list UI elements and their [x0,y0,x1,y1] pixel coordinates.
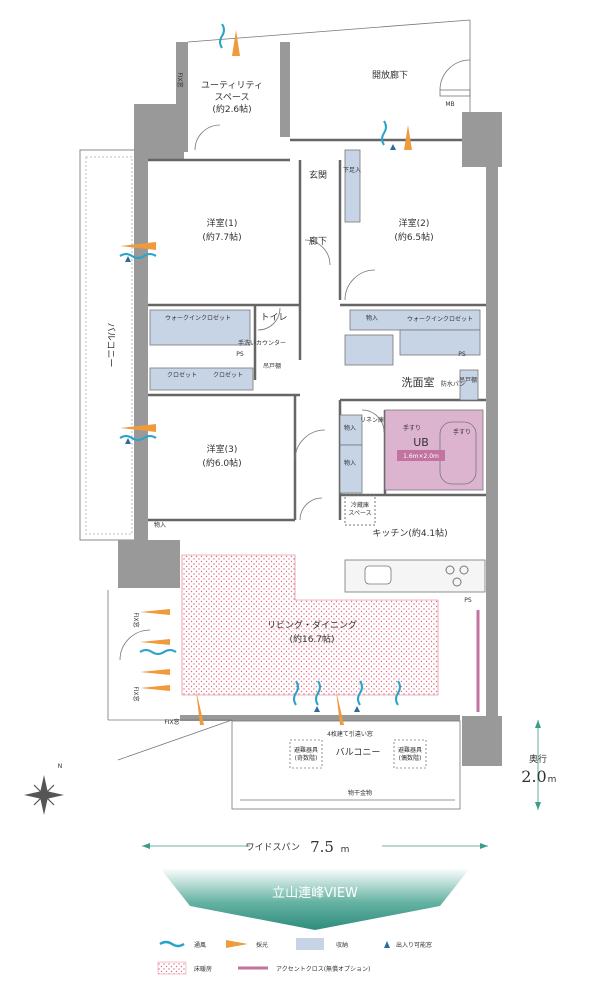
fridge-space [344,494,376,526]
storage4-label: 物入 [154,521,166,529]
fix-window2-label: FIX窓 [176,72,184,87]
walkin2-label: ウォークインクロゼット [407,315,473,323]
fridge-line1: 冷蔵庫 [351,501,369,509]
ventilation-marks [119,23,401,706]
mb-label: MB [445,101,454,108]
legend-accent-cloth-label: アクセントクロス(無償オプション) [276,965,370,973]
handrail2-label: 手すり [453,428,471,436]
living-size: (約16.7帖) [289,633,334,645]
legend-storage-label: 収納 [336,941,348,949]
legend-floor-heating-icon [157,961,187,975]
balcony-bottom [107,590,461,810]
laundry-label: 物干金物 [348,789,372,797]
compass-north-label: N [58,763,63,770]
utility-line2: スペース [215,93,250,103]
closet-a-label: クロゼット [167,371,197,379]
western2-size: (約6.5帖) [394,231,433,243]
depth-dimension [535,720,541,810]
entrance-label: 玄関 [309,169,327,181]
compass-icon [24,775,64,815]
ps2-label: PS [458,351,466,358]
kitchen-label: キッチン(約4.1帖) [372,527,447,539]
span-unit: m [341,845,350,855]
span-dimension [142,836,488,856]
balcony-bottom-label: バルコニー [336,747,381,758]
fix-window4-label: FIX窓 [132,686,140,701]
hanger-shelf-label: 吊戸棚 [263,362,281,370]
depth-value: 2.0 [521,767,546,786]
western3-size: (約6.0帖) [202,457,241,469]
legend-floor-heating-label: 床暖房 [194,965,212,973]
hanging-shelf-label: 吊戸棚 [459,376,477,384]
ps1-label: PS [236,351,244,358]
walkin1-label: ウォークインクロゼット [165,314,231,322]
closet-b-label: クロゼット [213,371,243,379]
view-banner-label: 立山連峰VIEW [272,886,358,901]
span-value: 7.5 [310,838,334,856]
fridge-line2: スペース [348,510,371,517]
storage3-label: 物入 [344,459,356,467]
storage-areas [149,149,481,494]
depth-label: 奥行 [529,753,547,765]
evac2-line1: 避難器具 [398,746,422,754]
utility-line3: (約2.6帖) [212,103,251,115]
western2-name: 洋室(2) [399,217,430,229]
view-banner [160,868,470,930]
storage1-label: 物入 [366,314,378,322]
legend-ventilation-icon [159,940,185,948]
access-window-marks [125,144,396,712]
legend [157,938,390,975]
door-arcs [119,124,385,661]
living-name: リビング・ダイニング [267,619,357,631]
legend-daylight-label: 採光 [256,941,268,949]
utility-line1: ユーティリティ [201,80,263,91]
balcony-left-label: バルコニー [105,323,116,368]
depth-unit: m [548,775,557,785]
legend-access-window-label: 出入り可能窓 [396,941,432,949]
western1-name: 洋室(1) [207,217,238,229]
open-corridor-label: 開放廊下 [372,69,408,81]
storage2-label: 物入 [344,424,356,432]
ub-label: UB [413,436,429,449]
hallway-label: 廊下 [309,235,327,247]
western1-size: (約7.7帖) [202,231,241,243]
washer-label: 防水パン [441,380,465,388]
outer-walls [118,42,502,766]
ub-size-badge [397,450,445,461]
span-label: ワイドスパン [246,842,300,853]
fix-window1-label: FIX窓 [164,718,179,726]
legend-ventilation-label: 通風 [194,941,206,949]
linen-label: リネン庫 [360,416,384,424]
evac1-line1: 避難器具 [294,746,318,754]
ub-size-label: 1.6m×2.0m [403,453,439,460]
legend-daylight-icon [226,940,248,948]
kitchen-counter [344,559,486,593]
handrail-label: 手すり [403,424,421,432]
washroom-label: 洗面室 [402,375,435,389]
evac2-line2: (偶数階) [399,754,422,762]
legend-storage-icon [296,938,324,950]
daylight-marks [120,30,412,725]
floor-heating-area [181,554,439,696]
toilet-label: トイレ [260,313,287,323]
fix-window3-label: FIX窓 [132,612,140,627]
western3-name: 洋室(3) [207,443,238,455]
ps3-label: PS [464,597,472,604]
legend-access-window-icon [384,941,390,948]
hand-wash-label: 手洗いカウンター [238,339,286,347]
sliding-window-label: 4枚建て引違い窓 [327,730,373,738]
shoe-storage-label: 下足入 [343,167,361,174]
evac1-line2: (奇数階) [295,754,318,762]
